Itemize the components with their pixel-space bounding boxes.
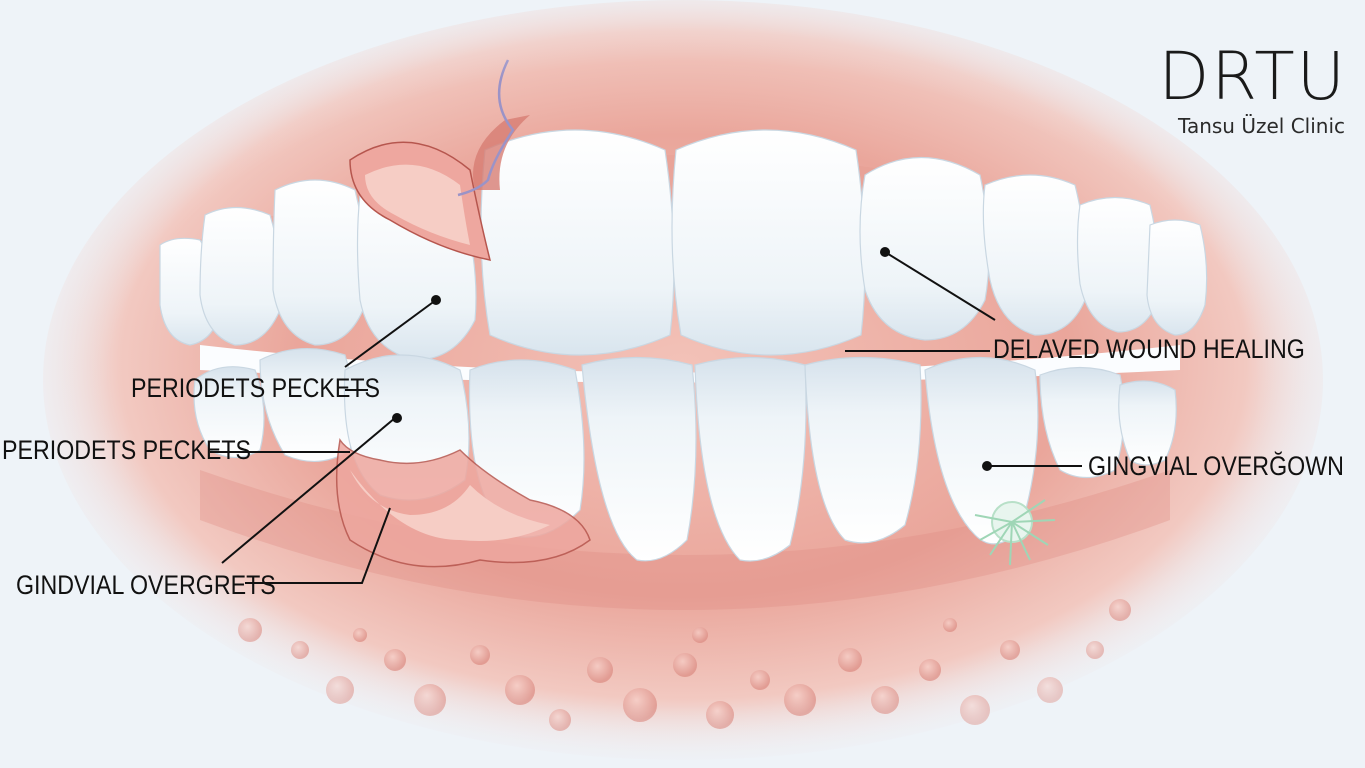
label-periodontal-pockets-lower: PERIODETS PECKETS: [2, 435, 252, 465]
leader-line-wound-healing: [884, 251, 996, 321]
marker-dot: [880, 247, 890, 257]
marker-dot: [431, 295, 441, 305]
logo-title: DRTU: [1158, 38, 1347, 115]
leader-dots: [392, 247, 992, 471]
label-delayed-wound-healing: DELAVED WOUND HEALING: [993, 334, 1305, 364]
logo-subtitle: Tansu Üzel Clinic: [1178, 114, 1345, 138]
label-gingival-overgrowth-right: GINGVIAL OVERĞOWN: [1088, 451, 1344, 481]
leader-line-overgrowth-left: [245, 507, 391, 584]
clinic-logo: DRTU Tansu Üzel Clinic: [1158, 38, 1347, 139]
leader-line-pockets-lower: [221, 417, 396, 564]
leader-line-pockets-upper: [344, 299, 437, 368]
leader-lines: [210, 251, 1082, 584]
marker-dot: [392, 413, 402, 423]
label-periodontal-pockets-upper: PERIODETS PECKETS: [131, 373, 381, 403]
marker-dot: [982, 461, 992, 471]
label-gingival-overgrowth-left: GINDVIAL OVERGRETS: [16, 570, 276, 600]
